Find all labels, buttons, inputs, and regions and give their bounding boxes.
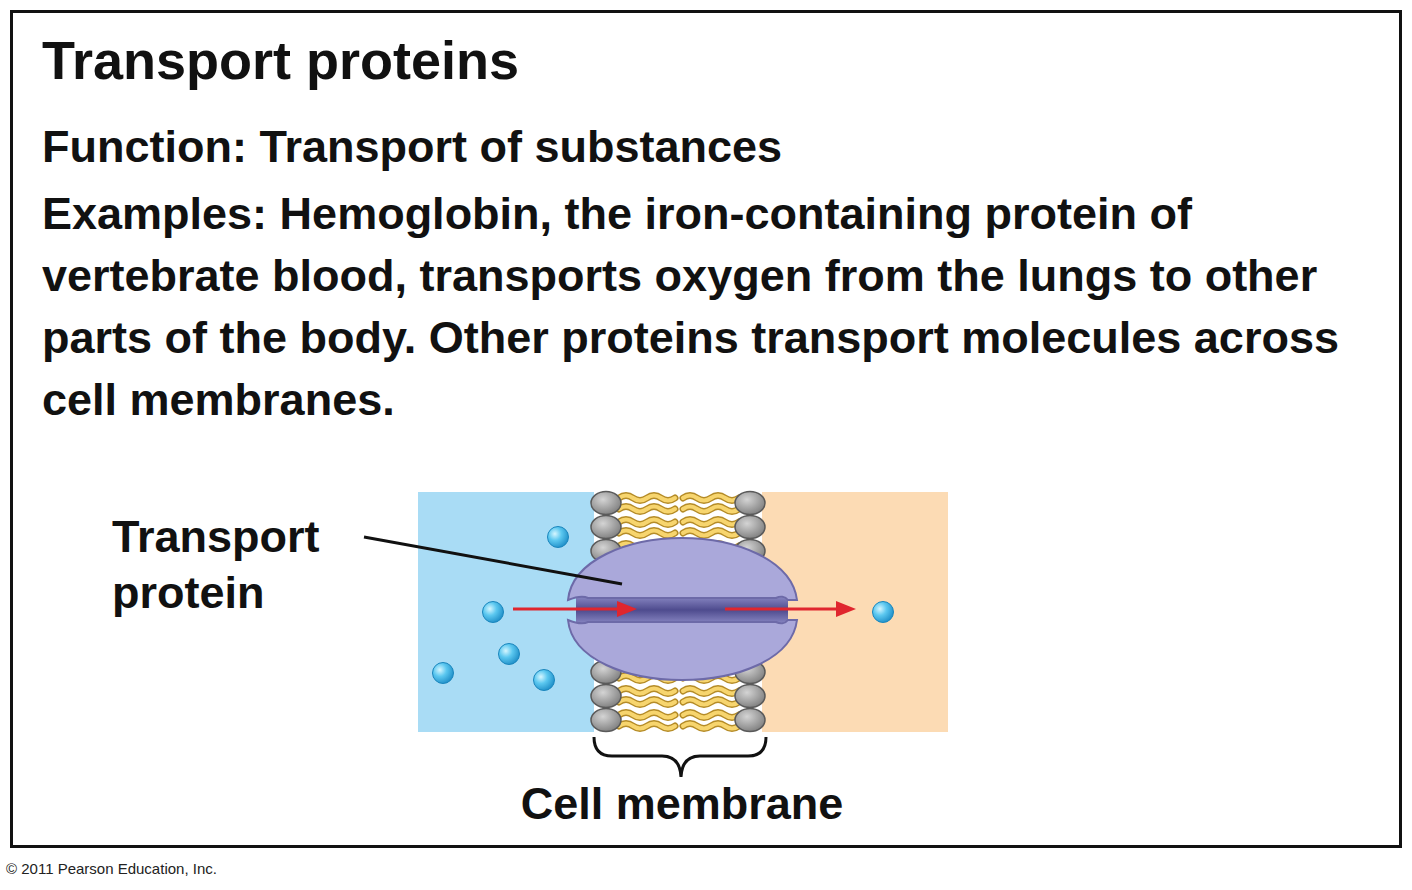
lipid-tail (619, 520, 675, 536)
solute-molecule (873, 602, 894, 623)
lipid-tail (683, 520, 739, 536)
lipid-head (591, 516, 621, 539)
part-label: Transport protein (112, 509, 362, 621)
part-label: Cell membrane (482, 776, 882, 832)
solute-molecule (433, 663, 454, 684)
lipid-tail (683, 689, 739, 705)
content-frame: Function: Transport of substancesExample… (10, 10, 1402, 848)
solute-molecule (483, 602, 504, 623)
solute-molecule (499, 644, 520, 665)
arrow-head (617, 601, 637, 617)
function-text: Function: Transport of substances (42, 116, 1392, 178)
lipid-tail (683, 713, 739, 729)
lipid-head (591, 709, 621, 732)
arrow-shaft (513, 608, 620, 611)
lipid-tail (619, 689, 675, 705)
membrane-bracket (594, 737, 766, 777)
leader-line (364, 537, 622, 584)
extracellular-side (418, 492, 594, 732)
solute-molecules (433, 527, 894, 691)
protein-lower-half (568, 620, 797, 680)
transport-arrows (513, 601, 856, 617)
lipid-tail (683, 496, 739, 512)
lipid-head (735, 516, 765, 539)
lipid-head (591, 685, 621, 708)
arrow-shaft (725, 608, 838, 611)
lipid-head (735, 709, 765, 732)
protein-upper-half (568, 538, 797, 600)
arrow-head (836, 601, 856, 617)
lipid-head (591, 492, 621, 515)
lipid-tail (619, 713, 675, 729)
lipid-tail (619, 496, 675, 512)
solute-molecule (548, 527, 569, 548)
figure-title: Transport proteins (42, 30, 1382, 90)
lipid-head (735, 492, 765, 515)
copyright-note: © 2011 Pearson Education, Inc. (6, 860, 406, 878)
solute-molecule (534, 670, 555, 691)
examples-text: Examples: Hemoglobin, the iron-containin… (42, 183, 1392, 431)
intracellular-side (762, 492, 948, 732)
lipid-head (735, 685, 765, 708)
